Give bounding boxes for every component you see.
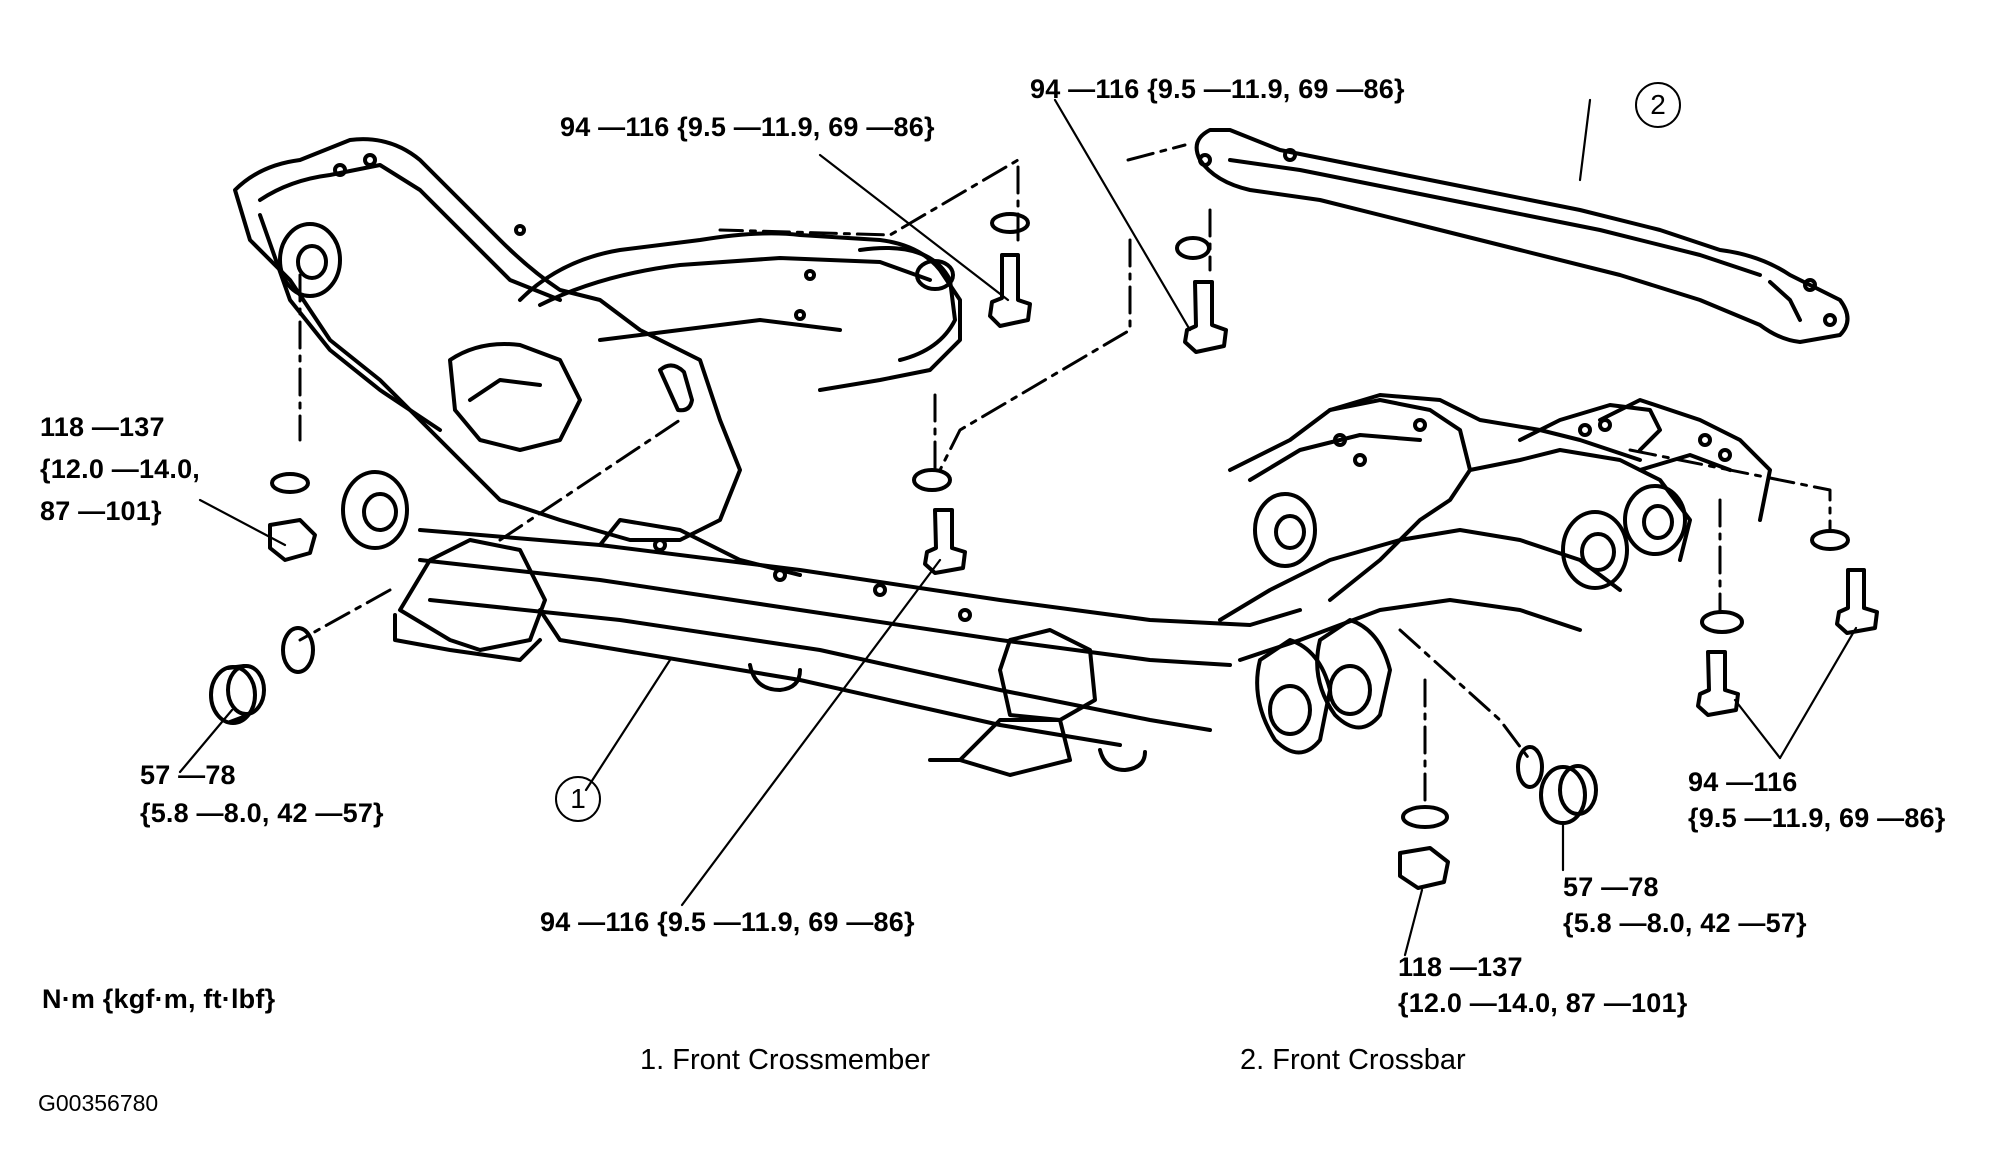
torque-label-left-nut: 118 —137 {12.0 —14.0, 87 —101} — [40, 410, 200, 528]
nut-icon — [1398, 846, 1450, 890]
torque-label-bottom-center: 94 —116 {9.5 —11.9, 69 —86} — [540, 907, 915, 937]
torque-label-top-center: 94 —116 {9.5 —11.9, 69 —86} — [560, 112, 935, 142]
assembly-lines — [298, 143, 1832, 802]
nut-icon — [268, 518, 317, 562]
torque-line: 87 —101} — [40, 496, 162, 526]
washer-icon — [1516, 745, 1544, 789]
torque-label-right-bolts: 94 —116 {9.5 —11.9, 69 —86} — [1688, 765, 1945, 835]
torque-label-right-bushing: 57 —78 {5.8 —8.0, 42 —57} — [1563, 870, 1807, 940]
torque-line: 118 —137 — [40, 412, 165, 442]
torque-label-right-nut: 118 —137 {12.0 —14.0, 87 —101} — [1398, 950, 1687, 1020]
bolt-icon — [1835, 568, 1879, 635]
washer-icon — [912, 468, 952, 492]
torque-line: 94 —116 — [1688, 767, 1798, 797]
washer-icon — [990, 212, 1030, 234]
washer-icon — [1700, 610, 1744, 634]
fasteners — [209, 212, 1879, 890]
leader-lines — [178, 98, 1858, 957]
bolt-icon — [1183, 280, 1228, 354]
torque-line: 57 —78 — [140, 760, 236, 790]
bushing-icon — [1539, 764, 1598, 825]
figure-id: G00356780 — [38, 1090, 159, 1116]
torque-line: 118 —137 — [1398, 952, 1523, 982]
front-crossbar — [1194, 128, 1850, 344]
units-label: N·m {kgf·m, ft·lbf} — [42, 984, 276, 1014]
washer-icon — [270, 472, 310, 494]
bolt-icon — [988, 253, 1032, 328]
washer-icon — [1810, 529, 1850, 551]
callout-2: 2 — [1635, 82, 1681, 128]
bolt-icon — [1696, 650, 1740, 717]
callout-1: 1 — [555, 776, 601, 822]
torque-line: {5.8 —8.0, 42 —57} — [140, 798, 384, 828]
torque-line: {12.0 —14.0, — [40, 454, 201, 484]
torque-label-left-bushing: 57 —78 {5.8 —8.0, 42 —57} — [140, 758, 384, 830]
torque-label-top-right: 94 —116 {9.5 —11.9, 69 —86} — [1030, 74, 1405, 104]
torque-line: {12.0 —14.0, 87 —101} — [1398, 988, 1688, 1018]
washer-icon — [281, 626, 315, 674]
torque-line: 57 —78 — [1563, 872, 1659, 902]
caption-front-crossbar: 2. Front Crossbar — [1240, 1044, 1466, 1076]
torque-line: {9.5 —11.9, 69 —86} — [1688, 803, 1946, 833]
bolt-icon — [923, 508, 967, 575]
torque-line: {5.8 —8.0, 42 —57} — [1563, 908, 1807, 938]
washer-icon — [1401, 805, 1449, 829]
front-crossmember — [233, 137, 1772, 777]
bushing-icon — [209, 664, 266, 725]
washer-icon — [1175, 236, 1211, 260]
caption-front-crossmember: 1. Front Crossmember — [640, 1044, 931, 1076]
